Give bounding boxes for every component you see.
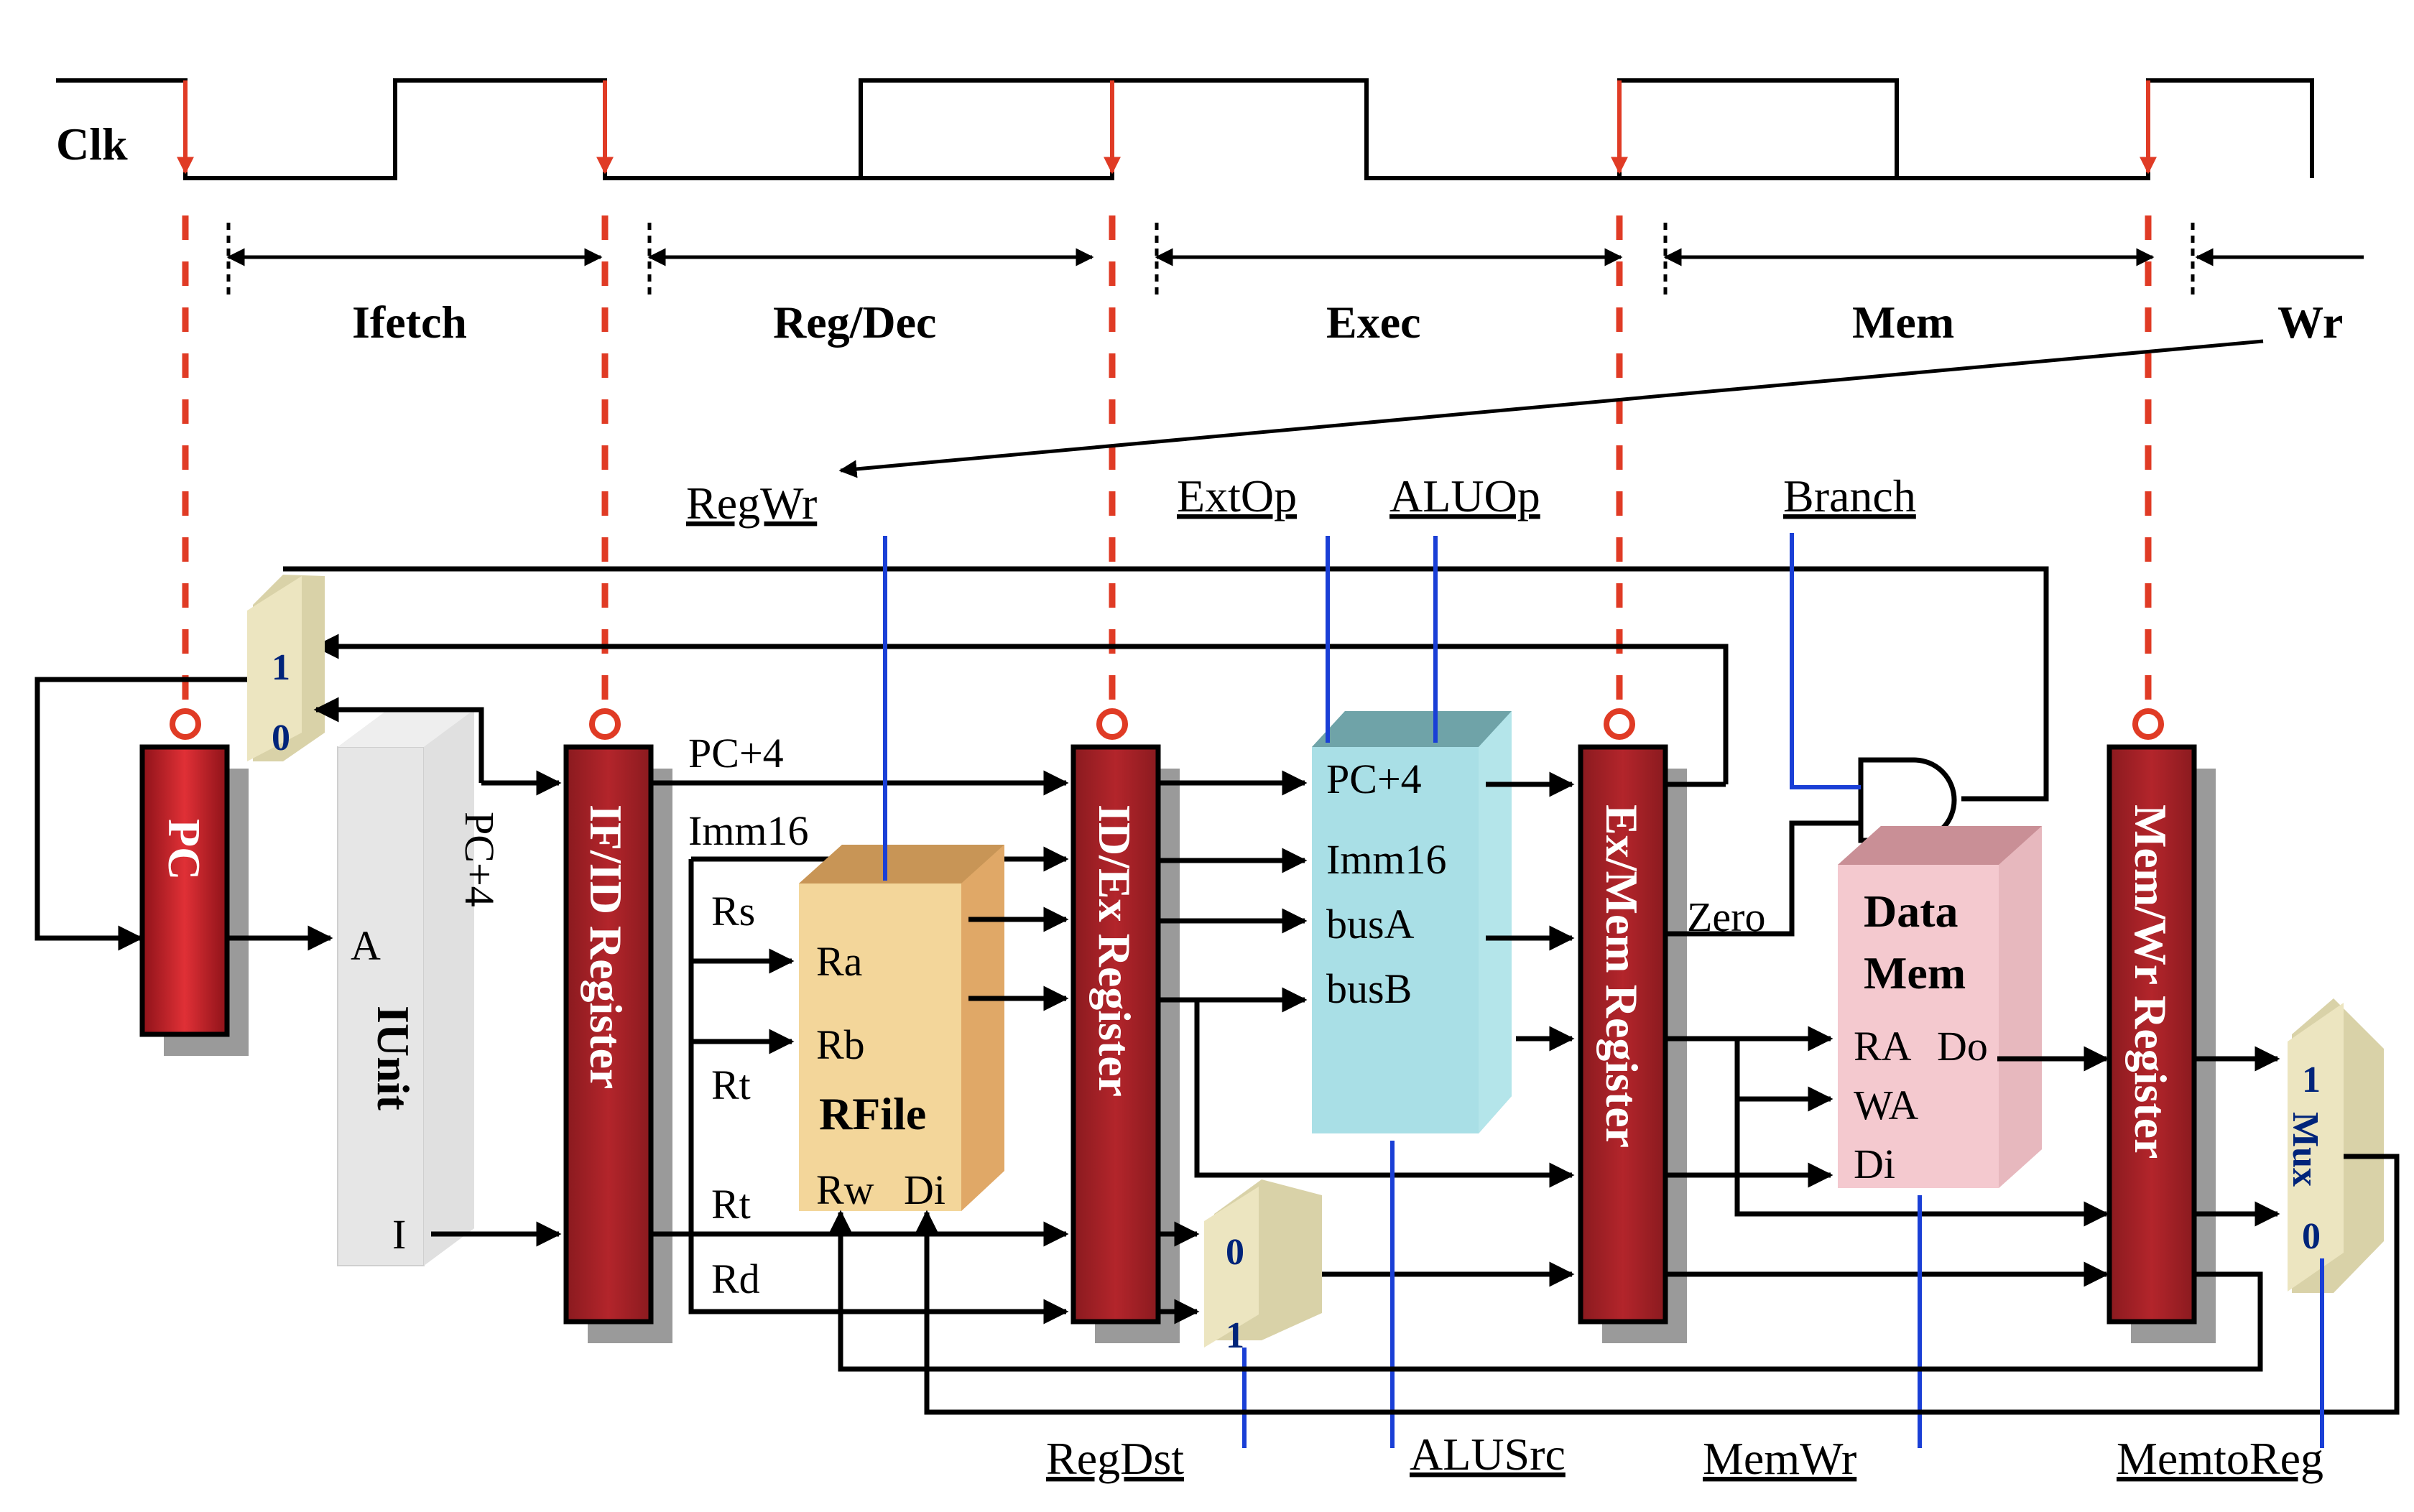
iunit-block [337,710,474,1266]
memwr-out-wires [828,1046,2280,1372]
rfile-rw-label: Rw [816,1167,874,1213]
pc-mux-0: 0 [272,718,290,759]
exmem-register [1578,708,1687,1343]
alu-pc4-label: PC+4 [1326,756,1422,802]
clk-label: Clk [56,119,128,170]
data-mem-label-2: Mem [1864,947,1966,998]
wb-feedback-wire [914,1154,2400,1415]
rfile-ra-label: Ra [816,938,862,985]
regdst-mux-1: 1 [1226,1315,1244,1356]
rfile-block [799,845,1004,1211]
aluop-label: ALUOp [1389,470,1540,521]
stage-spans [226,223,2364,294]
ifid-rd-label: Rd [711,1256,760,1302]
pc-mux [247,575,325,761]
exmem-label: Ex/Mem Register [1596,804,1647,1148]
mem-do-label: Do [1937,1023,1988,1070]
alu-block [1312,711,1512,1133]
ifid-rt2-label: Rt [711,1181,751,1228]
ifid-label: IF/ID Register [581,804,632,1089]
wb-mux [2288,998,2384,1293]
alu-busb-label: busB [1326,965,1412,1012]
idex-label: ID/Ex Register [1089,804,1140,1097]
pc-mux-1: 1 [272,647,290,688]
rfile-di-label: Di [904,1167,945,1213]
stage-mem: Mem [1852,297,1954,348]
memwr-reg-label: Mem/Wr Register [2125,804,2176,1159]
mem-wa-label: WA [1854,1082,1918,1128]
iunit-label: IUnit [368,1006,419,1111]
ifid-register [563,708,672,1343]
branch-wire [1790,533,1861,789]
wb-mux-0: 0 [2302,1216,2321,1257]
alu-busa-label: busA [1326,901,1415,947]
branch-and-gate [1858,757,2046,843]
ifid-rt-label: Rt [711,1062,751,1108]
stage-regdec: Reg/Dec [773,297,936,348]
stage-ifetch: Ifetch [352,297,467,348]
iunit-pc4-label: PC+4 [456,812,503,907]
mem-di-label: Di [1854,1141,1895,1187]
exec-control-wires [1242,536,1438,1448]
data-mem-label-1: Data [1864,886,1959,937]
alu-imm16-label: Imm16 [1326,836,1447,883]
iunit-wires [313,697,562,1247]
alu-out-wires [1486,771,1575,1052]
ifid-pc4-label: PC+4 [688,730,784,776]
wb-mux-1: 1 [2302,1059,2321,1100]
iunit-a-label: A [351,922,381,969]
rfile-rb-label: Rb [816,1021,865,1068]
rfile-out-wires [968,906,1069,1011]
wb-mux-label: Mux [2285,1112,2326,1187]
regdst-label: RegDst [1046,1433,1184,1484]
regdst-mux [1204,1179,1322,1348]
ifid-imm16-label: Imm16 [688,807,809,854]
regwr-label: RegWr [686,478,817,529]
stage-wr: Wr [2277,297,2343,348]
ifid-rs-label: Rs [711,888,755,934]
memtoreg-label: MemtoReg [2117,1433,2323,1484]
memwr-label: MemWr [1703,1433,1856,1484]
iunit-i-label: I [392,1211,406,1258]
alusrc-label: ALUSrc [1410,1429,1566,1480]
pc-register [139,708,249,1056]
rfile-label: RFile [819,1088,926,1139]
regdst-mux-0: 0 [1226,1232,1244,1273]
branch-label: Branch [1783,470,1916,521]
extop-label: ExtOp [1177,470,1297,521]
clock-edges [177,80,2157,718]
wr-to-regwr-arrow [838,339,2264,478]
data-mem-block [1838,826,2042,1188]
clock-waveform [56,78,2314,180]
idex-register [1070,708,1180,1343]
idex-out-wires [1158,770,1575,1325]
pc-label: PC [159,819,210,880]
mem-ra-label: RA [1854,1023,1912,1070]
memwr-register [2107,708,2216,1343]
stage-exec: Exec [1326,297,1421,348]
